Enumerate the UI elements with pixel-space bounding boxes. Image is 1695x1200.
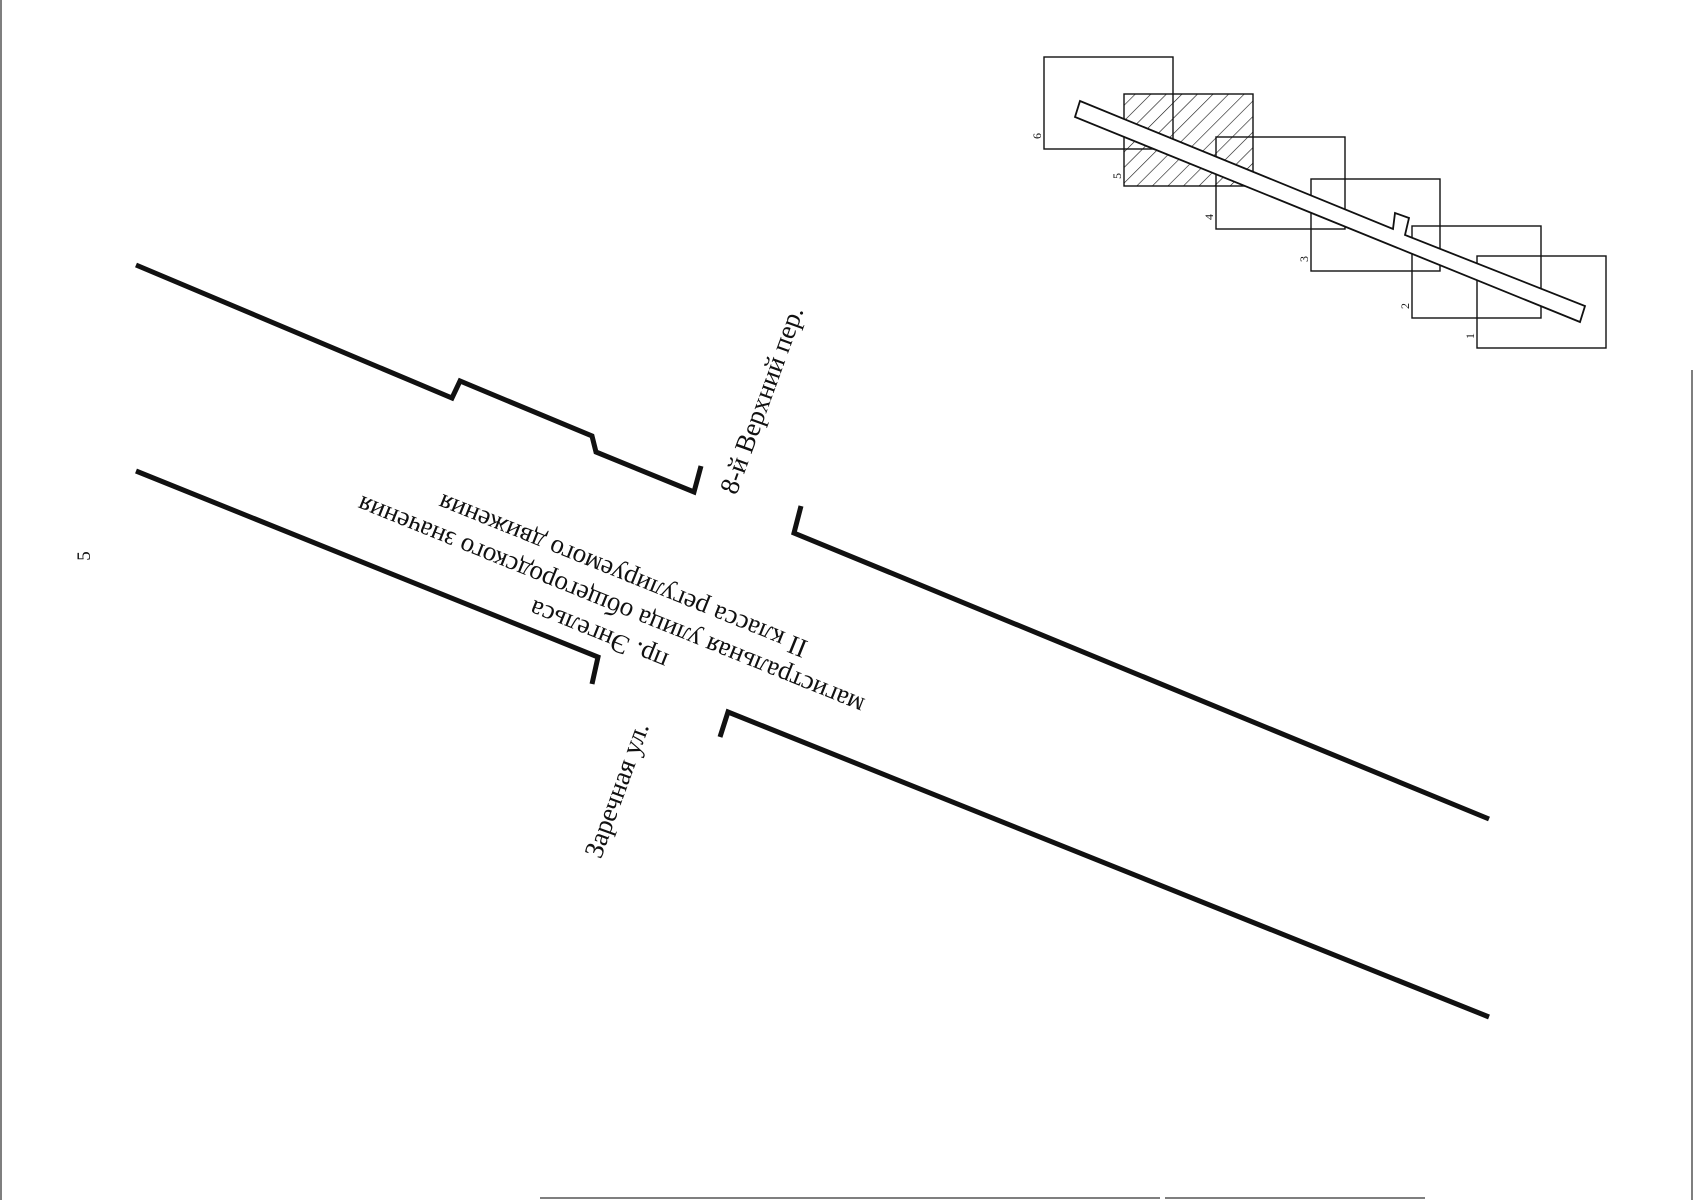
key-map-sheet-label-3: 3 xyxy=(1297,256,1311,262)
main-road-north-curb-east xyxy=(791,505,1490,822)
key-map-road-outline xyxy=(1073,99,1587,324)
key-map-sheet-label-4: 4 xyxy=(1202,214,1216,220)
main-road-south-curb-east xyxy=(717,708,1490,1020)
main-road-class-line1: магистральная улица общегородского значе… xyxy=(353,490,868,721)
cross-street-upper-label: 8-й Верхний пер. xyxy=(714,302,810,498)
main-road-label: пр. Энгельса магистральная улица общегор… xyxy=(353,488,868,721)
key-map-sheet-1-frame xyxy=(1476,255,1607,349)
main-road-north-curb-west xyxy=(135,262,704,496)
key-map-sheet-label-1: 1 xyxy=(1463,333,1477,339)
key-map-sheet-label-6: 6 xyxy=(1030,133,1044,139)
key-map: 6 5 4 3 2 1 xyxy=(1030,56,1607,349)
main-road-south-curb-west xyxy=(135,468,601,685)
key-map-sheet-4-frame xyxy=(1215,136,1346,230)
key-map-sheet-5-frame xyxy=(1123,93,1254,187)
cross-street-lower-label: Заречная ул. xyxy=(578,718,655,862)
key-map-sheet-6-frame xyxy=(1043,56,1174,150)
key-map-sheet-label-5: 5 xyxy=(1110,173,1124,179)
key-map-sheet-3-frame xyxy=(1310,178,1441,272)
key-map-sheet-label-2: 2 xyxy=(1398,303,1412,309)
page-number: 5 xyxy=(74,551,95,561)
